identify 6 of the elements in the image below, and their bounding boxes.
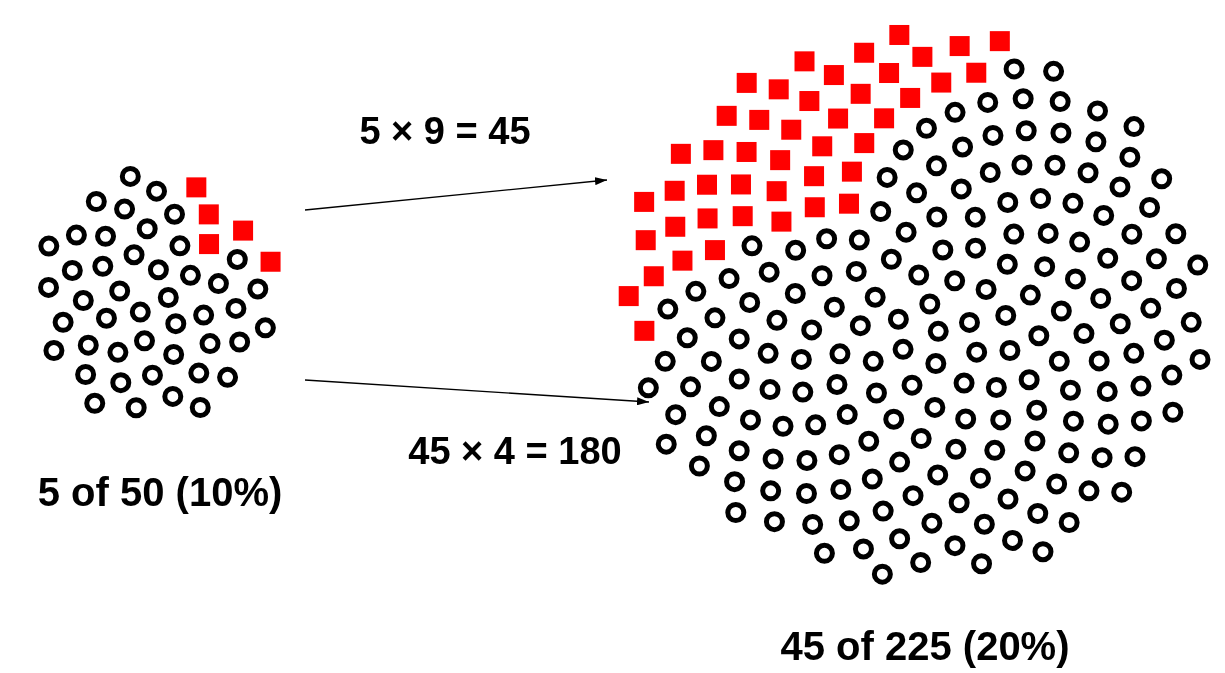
cluster-caption: 5 of 50 (10%) (36, 469, 284, 516)
edge-label: 45 × 4 = 180 (407, 429, 623, 474)
arrow (304, 379, 650, 406)
cluster-caption: 45 of 225 (20%) (779, 623, 1071, 670)
arrow (304, 177, 608, 211)
edge-label: 5 × 9 = 45 (358, 109, 532, 154)
